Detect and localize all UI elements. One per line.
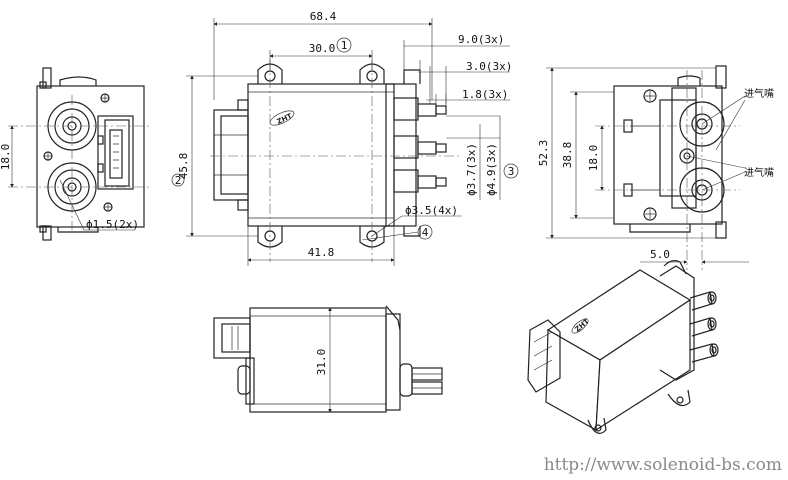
- dim-port-step: 1.8(3x): [462, 88, 508, 101]
- dim-port-offset: 9.0(3x): [458, 33, 504, 46]
- dim-port-dia-inner: ϕ3.7(3x): [465, 143, 478, 196]
- dim-right-hole-spacing: 18.0: [587, 145, 600, 172]
- dim-pin-hole: ϕ1.5(2x): [86, 218, 139, 231]
- dim-bottom-height: 31.0: [315, 349, 328, 376]
- dim-right-offset: 5.0: [650, 248, 670, 261]
- left-connector: [97, 115, 134, 190]
- watermark-url: http://www.solenoid-bs.com: [544, 455, 782, 475]
- dim-overall-width: 68.4: [310, 10, 337, 23]
- iso-ports: [689, 291, 719, 363]
- dim-port-dia-outer: ϕ4.9(3x): [485, 143, 498, 196]
- callout-2: 2: [175, 174, 182, 187]
- dim-left-hole-spacing: 18.0: [0, 144, 12, 171]
- callout-1: 1: [341, 39, 348, 52]
- dim-mount-hole: ϕ3.5(4x): [405, 204, 458, 217]
- dim-right-total-height: 52.3: [537, 140, 550, 167]
- left-end-view: 18.0 ϕ1.5(2x): [0, 67, 150, 241]
- label-outlet: 进气嘴: [744, 166, 774, 179]
- front-valve-block: [385, 69, 421, 237]
- dim-right-inner-height: 38.8: [561, 142, 574, 169]
- label-inlet: 进气嘴: [744, 87, 774, 100]
- bottom-view: 31.0: [213, 305, 443, 413]
- dim-port-len: 3.0(3x): [466, 60, 512, 73]
- dim-body-width: 41.8: [308, 246, 335, 259]
- front-connector: [213, 99, 249, 211]
- front-ports: [417, 103, 447, 189]
- callout-4: 4: [422, 226, 429, 239]
- front-view: ZHT 68.4 30.0 1 9.0(3x) 3.0(3x) 1.8(3x) …: [171, 10, 519, 266]
- isometric-view: ZHT: [527, 260, 719, 434]
- callout-3: 3: [508, 165, 515, 178]
- dim-height: 45.8: [177, 153, 190, 180]
- dim-mount-spacing: 30.0: [309, 42, 336, 55]
- right-end-view: 52.3 38.8 18.0 5.0 进气嘴 进气嘴: [537, 65, 774, 270]
